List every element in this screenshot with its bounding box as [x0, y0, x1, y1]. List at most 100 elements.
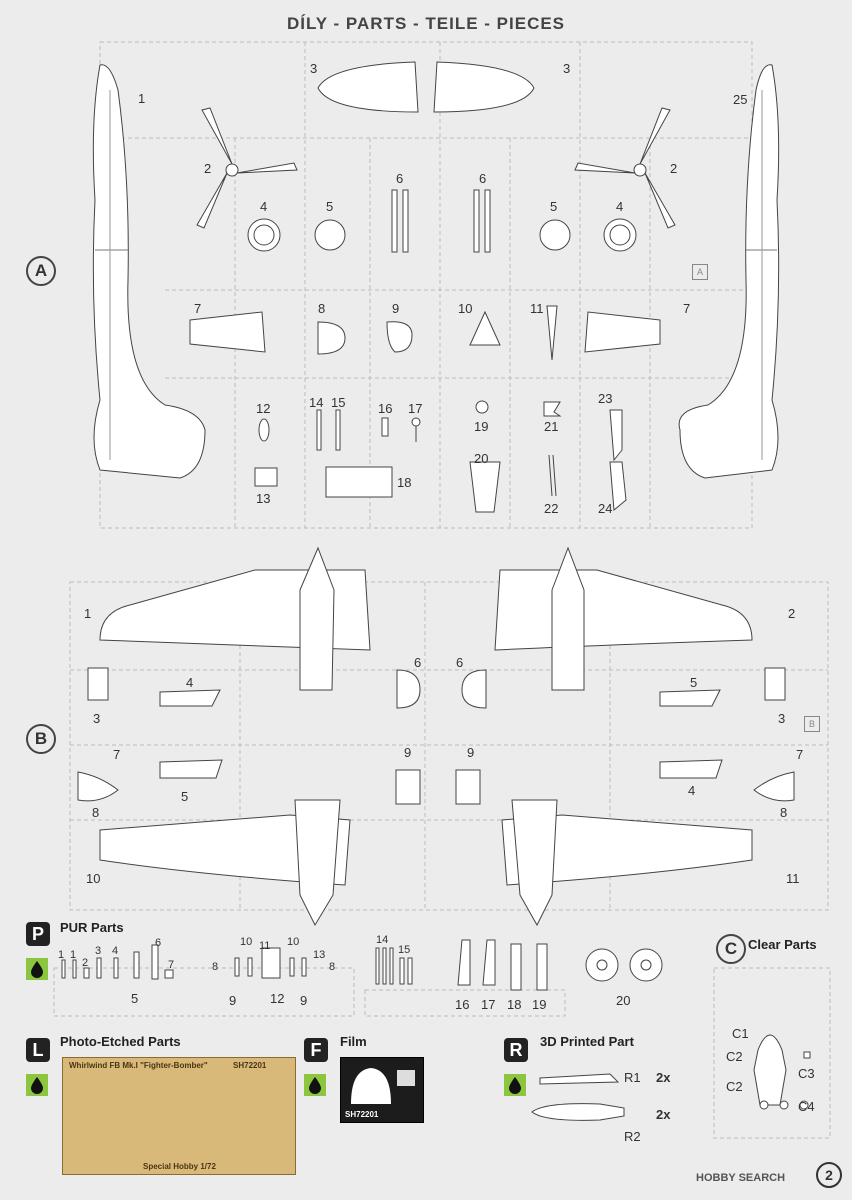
- part-label: 7: [113, 747, 121, 762]
- sprue-a-tag: A: [692, 264, 708, 280]
- part-label: 16: [378, 401, 393, 416]
- part-label: 6: [479, 171, 487, 186]
- part-label: 8: [212, 961, 219, 973]
- part-label: 8: [780, 805, 788, 820]
- part-label: 2: [670, 161, 678, 176]
- pe-drop-icon: [26, 1074, 48, 1096]
- printed-letter: R: [504, 1038, 528, 1062]
- part-label: 11: [786, 871, 800, 886]
- part-label: 3: [95, 945, 102, 957]
- part-label: 12: [256, 401, 271, 416]
- part-label: 1: [70, 949, 77, 961]
- page-title: DÍLY - PARTS - TEILE - PIECES: [286, 14, 566, 33]
- film-code: SH72201: [345, 1110, 379, 1119]
- photo-etch-fret: Whirlwind FB Mk.I "Fighter-Bomber" SH722…: [62, 1057, 296, 1175]
- part-label: 5: [131, 991, 139, 1006]
- part-label: 4: [688, 783, 696, 798]
- part-label: 17: [481, 997, 496, 1012]
- part-label: 3: [778, 711, 786, 726]
- clear-letter: C: [716, 934, 746, 964]
- part-label: 3: [93, 711, 101, 726]
- part-label: 19: [532, 997, 547, 1012]
- part-label: 2: [788, 606, 796, 621]
- part-label: 9: [467, 745, 475, 760]
- quantity-label: 2x: [656, 1107, 671, 1122]
- pur-letter: P: [26, 922, 50, 946]
- part-label: 8: [329, 961, 336, 973]
- printed-title: 3D Printed Part: [540, 1034, 634, 1049]
- part-label: C1: [732, 1026, 749, 1041]
- part-label: 13: [256, 491, 271, 506]
- pe-letter: L: [26, 1038, 50, 1062]
- part-label: 23: [598, 391, 613, 406]
- clear-title: Clear Parts: [748, 937, 817, 952]
- sprue-b-tag: B: [804, 716, 820, 732]
- part-label: 4: [260, 199, 268, 214]
- part-label: 8: [92, 805, 100, 820]
- part-label: 11: [259, 940, 271, 952]
- part-label: 13: [313, 949, 326, 961]
- part-label: 6: [414, 655, 422, 670]
- part-label: 8: [318, 301, 326, 316]
- part-label: C4: [798, 1099, 815, 1114]
- part-label: 7: [683, 301, 691, 316]
- part-label: R1: [624, 1070, 641, 1085]
- part-label: 6: [155, 937, 162, 949]
- part-label: 15: [398, 944, 411, 956]
- part-label: 21: [544, 419, 559, 434]
- part-label: 14: [309, 395, 324, 410]
- part-label: 6: [456, 655, 464, 670]
- part-label: 10: [86, 871, 101, 886]
- part-label: 4: [616, 199, 624, 214]
- part-label: 24: [598, 501, 613, 516]
- part-label: 20: [616, 993, 631, 1008]
- sprue-b-letter: B: [26, 724, 56, 754]
- part-label: 25: [733, 92, 748, 107]
- part-label: 9: [229, 993, 237, 1008]
- part-label: 14: [376, 934, 389, 946]
- part-label: 3: [310, 61, 318, 76]
- film-sheet: SH72201: [340, 1057, 424, 1123]
- part-label: 16: [455, 997, 470, 1012]
- quantity-label: 2x: [656, 1070, 671, 1085]
- part-label: 7: [168, 959, 175, 971]
- part-label: 18: [507, 997, 522, 1012]
- part-label: 5: [326, 199, 334, 214]
- pe-title: Photo-Etched Parts: [60, 1034, 181, 1049]
- part-label: 3: [563, 61, 571, 76]
- part-label: 17: [408, 401, 423, 416]
- part-label: C3: [798, 1066, 815, 1081]
- part-label: 12: [270, 991, 285, 1006]
- film-title: Film: [340, 1034, 367, 1049]
- pe-footer: Special Hobby 1/72: [143, 1162, 216, 1171]
- pur-title: PUR Parts: [60, 920, 124, 935]
- part-label: 4: [112, 945, 119, 957]
- pe-code: SH72201: [233, 1061, 267, 1070]
- part-label: 1: [84, 606, 92, 621]
- part-label: R2: [624, 1129, 641, 1144]
- part-label: 9: [300, 993, 308, 1008]
- part-label: C2: [726, 1049, 743, 1064]
- pe-header: Whirlwind FB Mk.I "Fighter-Bomber": [69, 1061, 208, 1070]
- part-label: 10: [287, 936, 300, 948]
- part-label: 9: [404, 745, 412, 760]
- part-label: C2: [726, 1079, 743, 1094]
- part-label: 5: [690, 675, 698, 690]
- watermark: HOBBY SEARCH: [696, 1172, 786, 1184]
- part-label: 20: [474, 451, 489, 466]
- part-label: 10: [458, 301, 473, 316]
- pur-drop-icon: [26, 958, 48, 980]
- part-label: 5: [550, 199, 558, 214]
- part-label: 2: [82, 957, 89, 969]
- part-label: 1: [58, 949, 65, 961]
- film-letter: F: [304, 1038, 328, 1062]
- part-label: 11: [530, 301, 544, 316]
- part-label: 5: [181, 789, 189, 804]
- sprue-a-letter: A: [26, 256, 56, 286]
- part-label: 9: [392, 301, 400, 316]
- part-label: 15: [331, 395, 346, 410]
- part-label: 1: [138, 91, 146, 106]
- part-label: 7: [796, 747, 804, 762]
- part-label: 19: [474, 419, 489, 434]
